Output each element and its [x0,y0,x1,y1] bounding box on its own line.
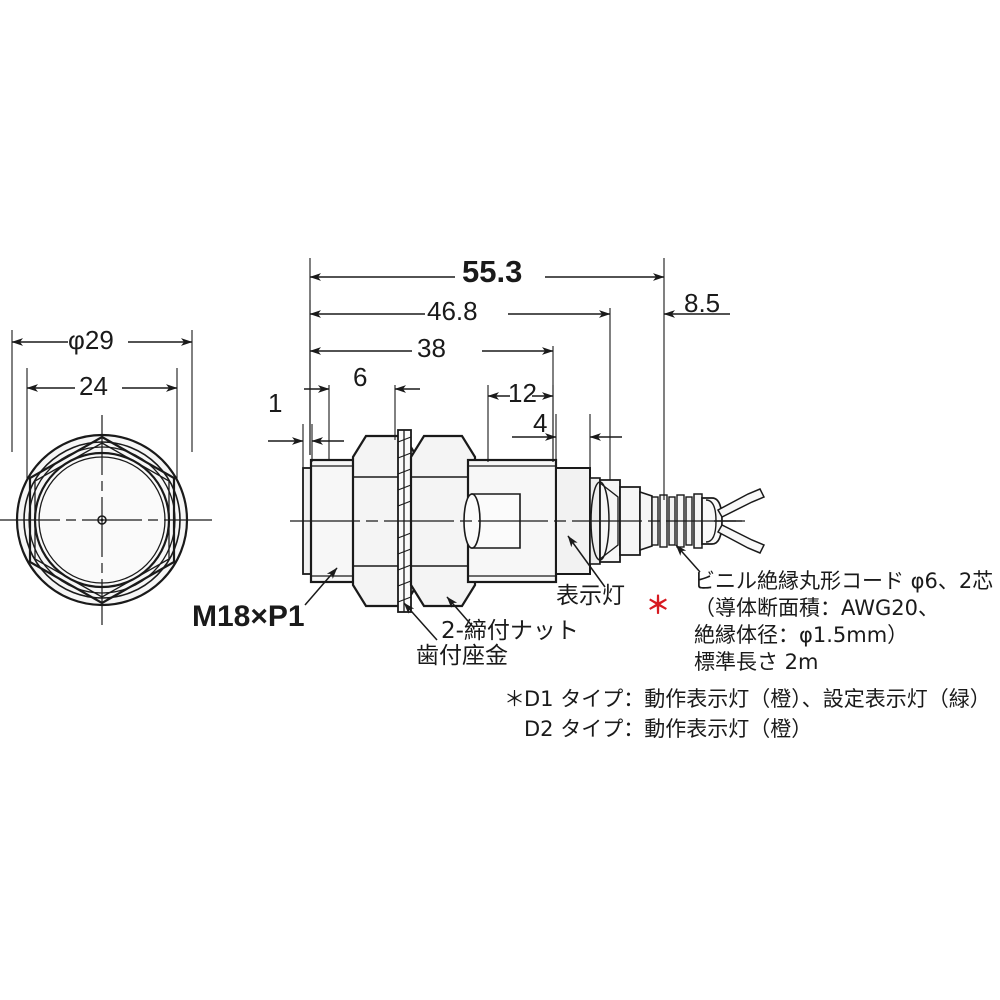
dim-label-1: 1 [268,388,283,418]
callout-washer-label: 歯付座金 [416,643,508,669]
side-view-group [290,429,766,613]
dim-label-6: 6 [353,362,368,392]
dim-label-12: 12 [508,378,537,408]
dim-label-38: 38 [417,333,446,363]
cable-note-line-3: 絶縁体径：φ1.5mm） [694,623,909,647]
cable-note-line-2: （導体断面積：AWG20、 [694,596,939,620]
conductor-lead-upper [716,488,766,518]
dim-label-4: 4 [533,408,548,438]
dim-24-group [26,368,178,480]
dim-label-24: 24 [79,371,108,401]
strain-relief-taper [639,490,653,552]
leader-lines [304,535,701,641]
leader-thread [304,567,338,606]
leader-nut [446,596,475,629]
leader-indicator [567,535,606,588]
leader-washer [403,602,438,641]
dim-label-8-5: 8.5 [684,288,721,318]
dim-4-group [512,414,622,478]
dim-label-46-8: 46.8 [427,296,478,326]
dim-6-group [304,385,420,460]
dim-label-phi29: φ29 [68,325,114,355]
dim-12-group [487,385,554,462]
footnote-marker-d1: ＊ [504,687,525,711]
callout-nut-label: 2-締付ナット [441,618,579,644]
dim-1-group [268,424,344,470]
footnote-d1: D1 タイプ：動作表示灯（橙）、設定表示灯（緑） [524,687,991,711]
dim-label-55-3: 55.3 [462,254,523,289]
callout-indicator-label: 表示灯 [556,583,625,609]
leader-cable [675,544,701,573]
footnote-d2: D2 タイプ：動作表示灯（橙） [524,717,813,741]
indicator-asterisk-marker: ＊ [646,592,670,619]
cable-note-line-1: ビニル絶縁丸形コード φ6、2芯 [694,569,994,593]
conductor-lead-lower [716,524,766,554]
callout-thread-label: M18×P1 [192,600,305,633]
dim-phi29-group [11,330,193,452]
cable-note-line-4: 標準長さ 2m [694,650,819,674]
front-view-group [0,415,212,625]
